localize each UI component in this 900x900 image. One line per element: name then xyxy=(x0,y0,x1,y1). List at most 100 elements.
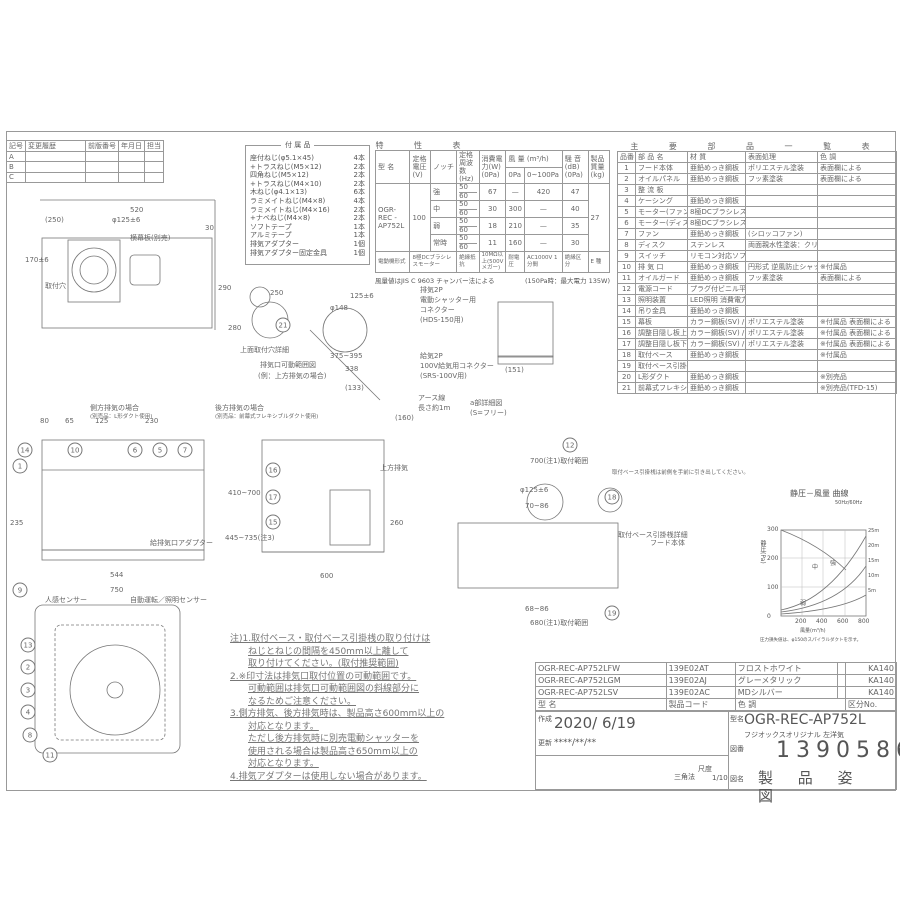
category-no: KA140 xyxy=(844,662,898,675)
product-code: 139E02AT xyxy=(665,662,736,675)
spec-notes: 風量値はJIS C 9603 チャンバー法による (150Pa時：最大電力 13… xyxy=(375,275,610,285)
dimension-label: 100V給気用コネクター xyxy=(420,361,494,370)
note-line: 対応となります。 xyxy=(248,759,319,769)
parts-row: 21前幕式フレキシブルダクト亜鉛めっき鋼板※別売品(TFD-15) xyxy=(617,382,897,394)
title-block: 作成 2020/ 6/19 更新 ****/**/** 三角法 尺度 1/10 … xyxy=(535,711,900,805)
accessory-qty: 4本 xyxy=(353,196,365,205)
dimension-label: 544 xyxy=(110,571,124,579)
callout-circle xyxy=(20,682,36,698)
spec-footer-cell: 電動機形式 xyxy=(374,251,411,273)
freq-60: 60 xyxy=(459,242,468,251)
callout-circle xyxy=(20,659,36,675)
spec-footer-cell: 耐電圧 xyxy=(505,251,526,273)
y-tick: 100 xyxy=(767,584,779,591)
callout-number: 3 xyxy=(26,687,30,695)
dimension-label: 上方排気 xyxy=(380,463,408,472)
dimension-label: 給気2P xyxy=(420,351,443,360)
parts-row: 9スイッチリモコン対応ソフトタッチ式スイッチ 【専用部材権販売と連動可】 xyxy=(617,250,897,262)
accessory-name: +ナベねじ(M4×8) xyxy=(250,214,311,223)
graph-xlabel: 風量(m³/h) xyxy=(800,628,826,634)
dimension-label: 290 xyxy=(218,284,231,292)
front-view-body xyxy=(41,439,205,551)
product-code: 139E02AC xyxy=(665,686,736,699)
callout-circle xyxy=(12,458,28,474)
spec-table: 型 名定格電圧(V)ノッチ定格周波数(Hz)消費電力(W)(0Pa)風 量 (m… xyxy=(374,150,611,273)
accessory-item: ラミメイトねじ(M4×8)4本 xyxy=(250,197,365,206)
callout-number: 18 xyxy=(608,494,617,502)
model-name: OGR-REC-AP752LSV xyxy=(535,686,667,699)
model-name: OGR-REC-AP752L xyxy=(744,712,866,728)
callout-circle xyxy=(562,437,578,453)
accessory-item: +トラスねじ(M5×12)2本 xyxy=(250,163,365,172)
category-no: KA140 xyxy=(844,674,898,687)
callout-number: 4 xyxy=(26,709,31,717)
parts-cell: ※別売品(TFD-15) xyxy=(817,382,897,394)
dimension-label: 125±6 xyxy=(350,292,374,300)
accessory-qty: 1個 xyxy=(353,239,365,248)
dimension-label: (別売品：L形ダクト使用) xyxy=(90,412,152,420)
callout-circle xyxy=(604,605,620,621)
color: グレーメタリック xyxy=(734,674,839,687)
spec-note: 風量値はJIS C 9603 チャンバー法による xyxy=(375,276,495,285)
callout-number: 8 xyxy=(28,732,32,740)
accessory-name: 排気アダプター xyxy=(250,239,299,248)
curve-label: 弱 xyxy=(800,600,807,607)
dimension-label: 250 xyxy=(270,289,283,297)
accessory-item: +ナベねじ(M4×8)2本 xyxy=(250,214,365,223)
callout-circle xyxy=(604,489,620,505)
accessory-name: ラミメイトねじ(M4×16) xyxy=(250,205,330,214)
x-tick: 400 xyxy=(816,618,828,625)
category-no: KA140 xyxy=(844,686,898,699)
spec-model: OGR-REC -AP752L xyxy=(374,183,411,252)
callout-circle xyxy=(152,442,168,458)
dimension-label: 680(注1)取付範囲 xyxy=(530,618,588,627)
rear-view-body xyxy=(457,522,619,589)
drawing-number: 1390586 xyxy=(776,738,900,763)
accessory-qty: 4本 xyxy=(353,154,365,162)
callout-number: 9 xyxy=(18,587,22,595)
accessory-name: 四角ねじ(M5×12) xyxy=(250,171,309,180)
y-tick: 300 xyxy=(767,526,779,533)
dimension-label: 取付ベース引掛桟詳細 xyxy=(618,530,688,539)
callout-number: 16 xyxy=(269,467,278,475)
callout-circle xyxy=(42,747,58,763)
accessories-list: 座付ねじ(φ5.1×45)4本+トラスねじ(M5×12)2本四角ねじ(M5×12… xyxy=(250,154,365,257)
callout-circle xyxy=(177,442,193,458)
note-line: なるためご注意ください。 xyxy=(248,696,357,707)
callout-number: 12 xyxy=(566,442,575,450)
callout-number: 2 xyxy=(26,664,30,672)
dimension-label: 取付穴 xyxy=(45,281,66,290)
projection: 三角法 xyxy=(674,773,695,781)
dimension-label: 410~700 xyxy=(228,489,261,497)
curve-label: 中 xyxy=(812,564,819,571)
parts-title: 主 要 部 品 一 覧 表 xyxy=(630,142,884,151)
spec-note: (150Pa時：最大電力 135W) xyxy=(525,276,610,285)
note-line: ねじとねじの間隔を450mm以上離して xyxy=(248,646,409,657)
callout-number: 19 xyxy=(608,610,617,618)
graph-ylabel: 静圧(Pa) xyxy=(759,540,766,564)
accessory-name: 座付ねじ(φ5.1×45) xyxy=(250,154,314,162)
callout-circle xyxy=(127,442,143,458)
note-line: 対応となります。 xyxy=(248,721,319,732)
model-name: OGR-REC-AP752LGM xyxy=(535,674,667,687)
accessory-qty: 6本 xyxy=(353,188,365,197)
scale: 1/10 xyxy=(712,774,728,782)
dimension-label: (160) xyxy=(395,414,414,422)
dimension-label: 側方排気の場合 xyxy=(90,403,139,412)
accessory-name: アルミテープ xyxy=(250,231,292,240)
dimension-label: 70~86 xyxy=(525,502,549,510)
accessory-qty: 1本 xyxy=(353,222,365,231)
drawing-name: 製 品 姿 図 xyxy=(758,769,863,805)
dimension-label: (SRS-100V用) xyxy=(420,372,467,380)
callout-circle xyxy=(265,514,281,530)
color: MDシルバー xyxy=(734,686,839,699)
spec-footer-cell: 絶縁区分 xyxy=(561,251,589,273)
spec-title: 特 性 表 xyxy=(375,141,475,150)
callout-number: 6 xyxy=(133,447,138,455)
